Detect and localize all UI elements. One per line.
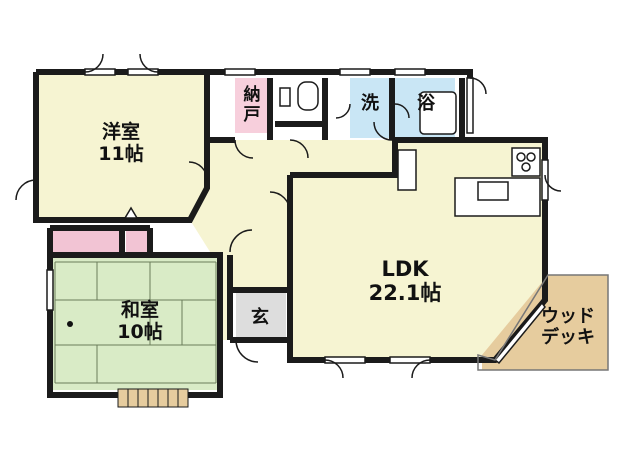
engawa-steps bbox=[117, 388, 189, 408]
sentaku-name: 洗 bbox=[361, 93, 379, 114]
genkan-floor bbox=[236, 293, 286, 338]
door-swings bbox=[15, 53, 562, 379]
washitsu-size: 10帖 bbox=[117, 320, 163, 343]
youshitsu-label: 洋室 11帖 bbox=[76, 121, 166, 166]
closet-left bbox=[50, 228, 122, 255]
walls bbox=[33, 69, 548, 398]
closet-right bbox=[126, 228, 150, 255]
yokushitsu-name: 浴 bbox=[417, 93, 435, 114]
washitsu-label: 和室 10帖 bbox=[95, 299, 185, 344]
deck-line1: ウッド bbox=[541, 306, 595, 327]
youshitsu-floor bbox=[36, 72, 207, 220]
ldk-size: 22.1帖 bbox=[368, 281, 442, 306]
youshitsu-name: 洋室 bbox=[101, 121, 140, 143]
washitsu-floor bbox=[50, 255, 220, 390]
ldk-name: LDK bbox=[381, 257, 429, 281]
youshitsu-size: 11帖 bbox=[98, 142, 144, 165]
tokonoma-dot bbox=[67, 321, 73, 327]
tatami-lines bbox=[54, 261, 217, 384]
nando-floor bbox=[235, 78, 269, 133]
sentaku-floor bbox=[350, 78, 390, 138]
genkan-name: 玄 bbox=[251, 307, 269, 328]
genkan-label: 玄 bbox=[240, 307, 280, 329]
yokushitsu-label: 浴 bbox=[408, 93, 444, 115]
deck-line2: デッキ bbox=[541, 326, 595, 348]
deck-label: ウッド デッキ bbox=[528, 306, 608, 348]
nando-line2: 戸 bbox=[243, 104, 261, 125]
nando-label: 納 戸 bbox=[235, 85, 269, 125]
deck-outline bbox=[477, 274, 609, 371]
washitsu-name: 和室 bbox=[120, 299, 159, 321]
ldk-label: LDK 22.1帖 bbox=[345, 257, 465, 305]
fixtures bbox=[123, 81, 541, 219]
nando-line1: 納 bbox=[243, 85, 261, 105]
windows bbox=[46, 68, 549, 365]
sentaku-label: 洗 bbox=[350, 93, 390, 115]
